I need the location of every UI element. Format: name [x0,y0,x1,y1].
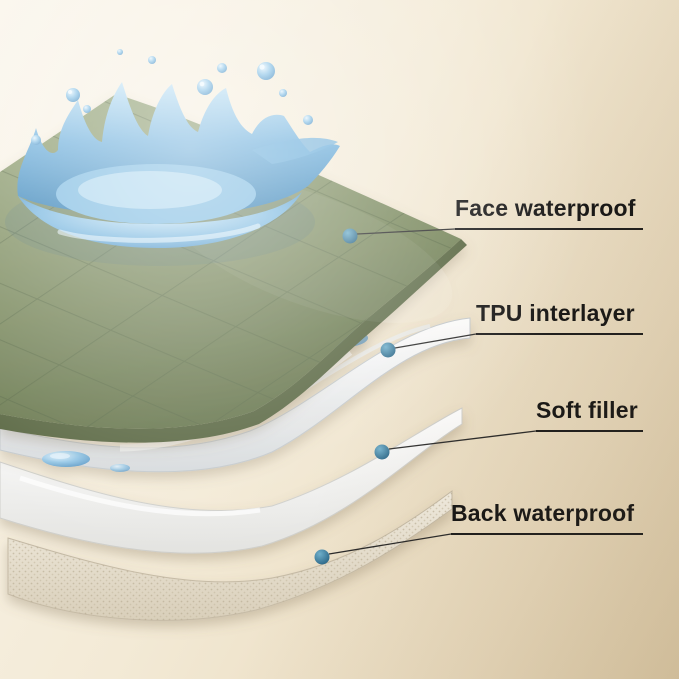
label-back-waterproof: Back waterproof [451,500,643,535]
label-tpu-interlayer-text: TPU interlayer [476,300,635,326]
label-face-waterproof: Face waterproof [455,195,643,230]
label-soft-filler: Soft filler [536,397,643,432]
callout-dot-face [342,228,358,244]
label-tpu-interlayer: TPU interlayer [476,300,643,335]
water-splash [5,49,341,266]
water-puddle [42,451,90,467]
splash-pool-highlight [78,171,222,209]
label-face-waterproof-text: Face waterproof [455,195,636,221]
label-soft-filler-text: Soft filler [536,397,638,423]
callout-dot-soft [374,444,390,460]
callout-dot-back [314,549,330,565]
water-puddle [110,464,130,472]
callout-dot-tpu [380,342,396,358]
label-back-waterproof-text: Back waterproof [451,500,635,526]
